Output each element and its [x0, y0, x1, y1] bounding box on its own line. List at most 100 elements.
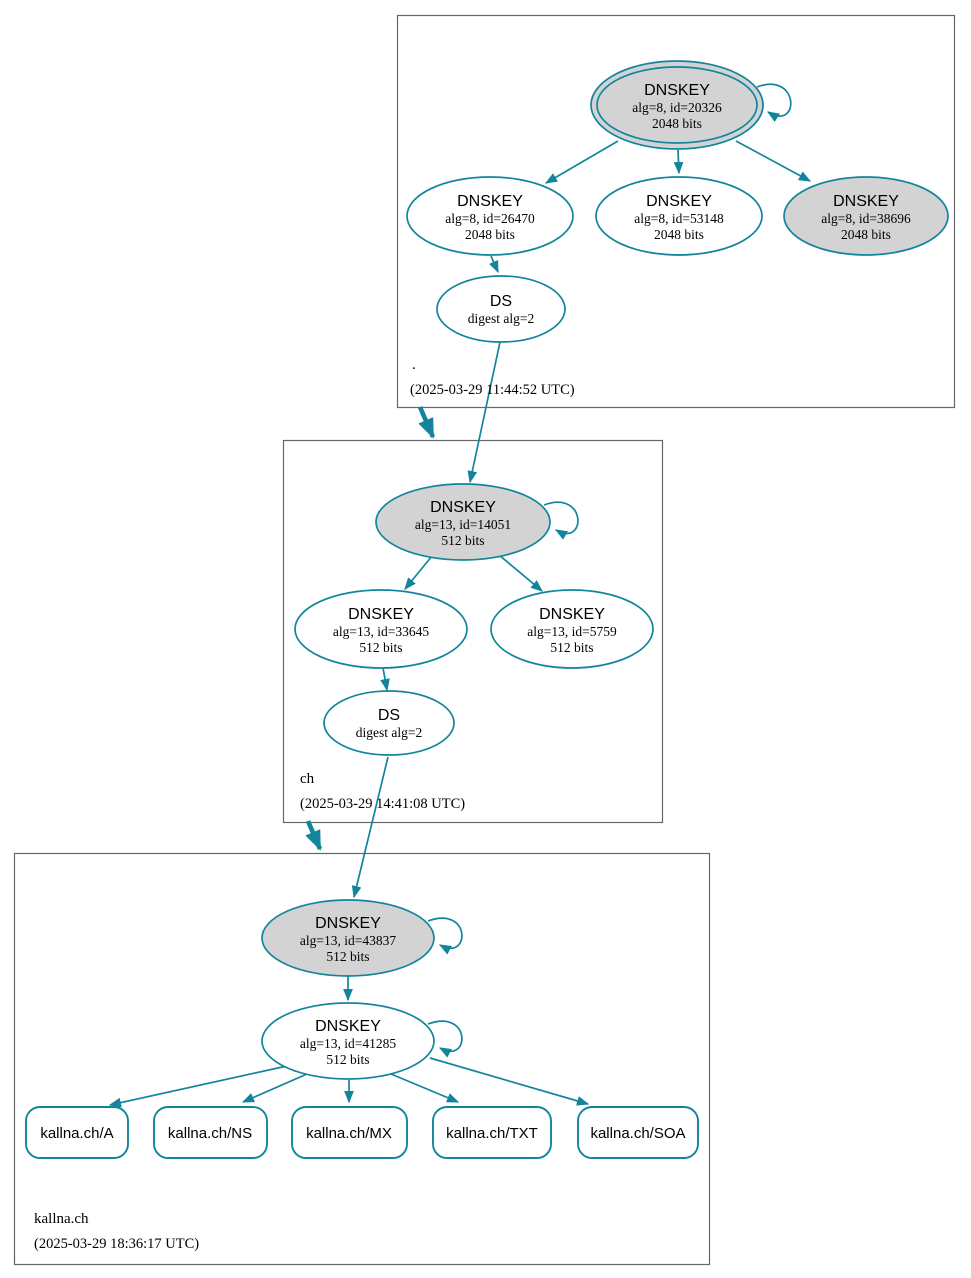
dnskey-node-14051: DNSKEY alg=13, id=14051 512 bits	[375, 483, 551, 561]
dnskey-5759-bits: 512 bits	[550, 640, 593, 655]
ds-root-alg: digest alg=2	[468, 311, 534, 326]
dnskey-38696-ellipse	[783, 176, 949, 256]
dnskey-node-20326: DNSKEY alg=8, id=20326 2048 bits	[590, 60, 764, 150]
zone-ch-label: ch	[300, 771, 315, 787]
edge-zsk26470-to-ds	[489, 255, 499, 274]
zone-ch: DNSKEY alg=13, id=14051 512 bits DNSKEY …	[294, 483, 654, 812]
dnskey-43837-bits: 512 bits	[326, 949, 369, 964]
dnskey-33645-alg: alg=13, id=33645	[333, 624, 429, 639]
dnskey-node-41285: DNSKEY alg=13, id=41285 512 bits	[261, 1002, 435, 1080]
edge-zsk33645-to-ds	[380, 667, 390, 692]
zone-root-timestamp: (2025-03-29 11:44:52 UTC)	[410, 382, 575, 398]
rrset-soa-box	[577, 1106, 699, 1159]
edge-zsk41285-to-rrset-a	[108, 1065, 288, 1108]
zone-ch-timestamp: (2025-03-29 14:41:08 UTC)	[300, 796, 465, 812]
zone-kallna-cluster-box	[13, 852, 711, 1266]
dnskey-14051-title: DNSKEY	[430, 499, 496, 516]
rrset-node-mx: kallna.ch/MX	[291, 1106, 408, 1159]
rrset-node-a: kallna.ch/A	[25, 1106, 129, 1159]
dnskey-node-5759: DNSKEY alg=13, id=5759 512 bits	[490, 589, 654, 669]
dnskey-41285-bits: 512 bits	[326, 1052, 369, 1067]
rrset-ns-box	[153, 1106, 268, 1159]
dnskey-33645-bits: 512 bits	[359, 640, 402, 655]
dnskey-53148-bits: 2048 bits	[654, 227, 704, 242]
dnskey-14051-alg: alg=13, id=14051	[415, 517, 511, 532]
rrset-node-soa: kallna.ch/SOA	[577, 1106, 699, 1159]
edge-ch-ds-to-kallna-ksk	[351, 756, 389, 899]
dnskey-node-26470: DNSKEY alg=8, id=26470 2048 bits	[406, 176, 574, 256]
rrset-mx-label: kallna.ch/MX	[306, 1125, 392, 1142]
dnskey-20326-bits: 2048 bits	[652, 116, 702, 131]
dnskey-20326-title: DNSKEY	[644, 82, 710, 99]
dnskey-38696-bits: 2048 bits	[841, 227, 891, 242]
dnskey-node-33645: DNSKEY alg=13, id=33645 512 bits	[294, 589, 468, 669]
ds-node-ch: DS digest alg=2	[323, 690, 455, 756]
edge-zsk41285-self-loop	[427, 1020, 463, 1058]
dnskey-43837-title: DNSKEY	[315, 915, 381, 932]
zone-kallna-timestamp: (2025-03-29 18:36:17 UTC)	[34, 1236, 199, 1252]
dnskey-26470-bits: 2048 bits	[465, 227, 515, 242]
edge-ksk43837-self-loop	[427, 917, 463, 955]
edge-ksk20326-to-zsk53148	[673, 149, 684, 175]
dnskey-53148-title: DNSKEY	[646, 193, 712, 210]
dnskey-26470-ellipse	[406, 176, 574, 256]
ds-root-title: DS	[490, 293, 512, 310]
dnskey-43837-ellipse	[261, 899, 435, 977]
edge-ksk14051-to-zsk5759	[498, 554, 543, 592]
edge-ksk20326-to-zsk26470	[544, 140, 619, 184]
dnskey-node-43837: DNSKEY alg=13, id=43837 512 bits	[261, 899, 435, 977]
edge-root-ds-to-ch-ksk	[467, 341, 501, 484]
zone-kallna: DNSKEY alg=13, id=43837 512 bits DNSKEY …	[25, 899, 699, 1252]
dnskey-14051-ellipse	[375, 483, 551, 561]
ds-node-root: DS digest alg=2	[436, 275, 566, 343]
ds-root-ellipse	[436, 275, 566, 343]
edge-ksk20326-self-loop	[756, 83, 792, 122]
rrset-node-txt: kallna.ch/TXT	[432, 1106, 552, 1159]
dnskey-38696-alg: alg=8, id=38696	[821, 211, 911, 226]
dnskey-node-53148: DNSKEY alg=8, id=53148 2048 bits	[595, 176, 763, 256]
dnskey-41285-title: DNSKEY	[315, 1018, 381, 1035]
edge-ksk20326-to-zsk38696	[735, 140, 812, 182]
dnskey-43837-alg: alg=13, id=43837	[300, 933, 396, 948]
rrset-soa-label: kallna.ch/SOA	[590, 1125, 685, 1142]
dnskey-5759-alg: alg=13, id=5759	[527, 624, 617, 639]
dnskey-20326-alg: alg=8, id=20326	[632, 100, 722, 115]
edge-zsk41285-to-rrset-txt	[390, 1073, 460, 1103]
zone-root: DNSKEY alg=8, id=20326 2048 bits DNSKEY …	[406, 60, 949, 398]
dnskey-33645-title: DNSKEY	[348, 606, 414, 623]
dnskey-node-38696: DNSKEY alg=8, id=38696 2048 bits	[783, 176, 949, 256]
ds-ch-title: DS	[378, 707, 400, 724]
dnskey-14051-bits: 512 bits	[441, 533, 484, 548]
rrset-node-ns: kallna.ch/NS	[153, 1106, 268, 1159]
edge-ksk14051-to-zsk33645	[404, 555, 433, 590]
dnskey-5759-title: DNSKEY	[539, 606, 605, 623]
dnskey-53148-ellipse	[595, 176, 763, 256]
edge-delegation-root-to-ch	[417, 406, 436, 439]
edge-ksk14051-self-loop	[543, 501, 579, 540]
rrset-txt-label: kallna.ch/TXT	[446, 1125, 538, 1142]
dnskey-53148-alg: alg=8, id=53148	[634, 211, 724, 226]
dnskey-26470-alg: alg=8, id=26470	[445, 211, 535, 226]
zone-kallna-label: kallna.ch	[34, 1211, 89, 1227]
dnskey-20326-inner-ellipse	[596, 66, 758, 144]
edge-delegation-ch-to-kallna	[305, 820, 323, 851]
dnskey-41285-ellipse	[261, 1002, 435, 1080]
dnskey-41285-alg: alg=13, id=41285	[300, 1036, 396, 1051]
edge-zsk41285-to-rrset-soa	[429, 1057, 590, 1106]
rrset-a-label: kallna.ch/A	[40, 1125, 113, 1142]
zone-ch-cluster-box	[282, 439, 664, 824]
rrset-txt-box	[432, 1106, 552, 1159]
ds-ch-alg: digest alg=2	[356, 725, 422, 740]
rrset-mx-box	[291, 1106, 408, 1159]
zone-root-label: .	[412, 357, 416, 373]
dnskey-26470-title: DNSKEY	[457, 193, 523, 210]
rrset-ns-label: kallna.ch/NS	[168, 1125, 252, 1142]
zone-root-cluster-box	[396, 14, 956, 409]
ds-ch-ellipse	[323, 690, 455, 756]
dnskey-38696-title: DNSKEY	[833, 193, 899, 210]
dnskey-33645-ellipse	[294, 589, 468, 669]
dnskey-5759-ellipse	[490, 589, 654, 669]
edge-zsk41285-to-rrset-ns	[241, 1073, 308, 1103]
